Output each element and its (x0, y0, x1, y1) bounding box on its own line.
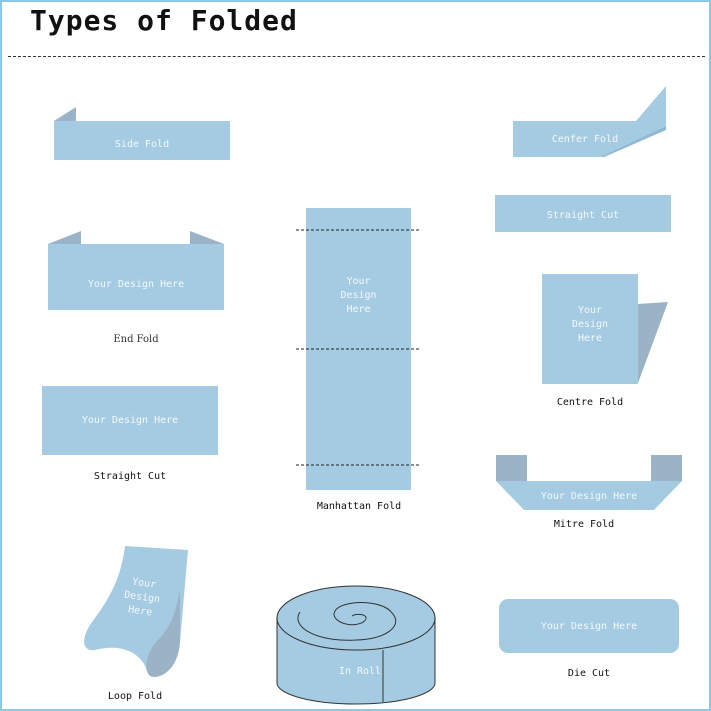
manhattan-inner-line: Here (346, 304, 371, 315)
straight-cut-top-shape (495, 195, 671, 232)
manhattan-inner-line: Design (340, 290, 377, 301)
centre-inner-line: Your (577, 305, 603, 316)
die-cut-label: Die Cut (567, 668, 611, 679)
manhattan-fold-label: Manhattan Fold (316, 501, 402, 512)
page-title: Types of Folded (30, 4, 298, 37)
centre-fold-shape (542, 274, 668, 384)
straight-cut-inner: Your Design Here (81, 415, 179, 426)
centre-fold-label: Centre Fold (556, 397, 624, 408)
loop-fold-inner: Your Design Here (117, 574, 166, 622)
mitre-fold-inner: Your Design Here (540, 491, 638, 502)
in-roll-shape (276, 585, 436, 705)
center-fold-top-shape (513, 86, 666, 157)
loop-fold-shape (84, 546, 188, 677)
manhattan-fold-inner: Your Design Here (306, 275, 411, 317)
mitre-fold-label: Mitre Fold (553, 519, 615, 530)
manhattan-inner-line: Your (346, 276, 371, 287)
center-fold-top-inner: Cenfer Fold (551, 134, 619, 145)
die-cut-shape (499, 599, 679, 653)
mitre-fold-shape (496, 455, 682, 510)
straight-cut-shape (42, 386, 218, 455)
in-roll-inner: In Roll (338, 666, 382, 677)
end-fold-label: End Fold (113, 334, 159, 345)
title-divider (8, 56, 705, 57)
straight-cut-top-inner: Straight Cut (546, 210, 620, 221)
straight-cut-label: Straight Cut (93, 471, 167, 482)
centre-inner-line: Design (571, 319, 609, 330)
loop-fold-label: Loop Fold (107, 691, 163, 702)
centre-inner-line: Here (577, 333, 603, 344)
end-fold-shape (48, 231, 224, 310)
side-fold-shape (54, 107, 230, 160)
centre-fold-inner: Your Design Here (542, 304, 638, 346)
side-fold-inner: Side Fold (114, 139, 170, 150)
die-cut-inner: Your Design Here (540, 621, 638, 632)
end-fold-inner: Your Design Here (87, 279, 185, 290)
manhattan-fold-shape (296, 208, 420, 490)
